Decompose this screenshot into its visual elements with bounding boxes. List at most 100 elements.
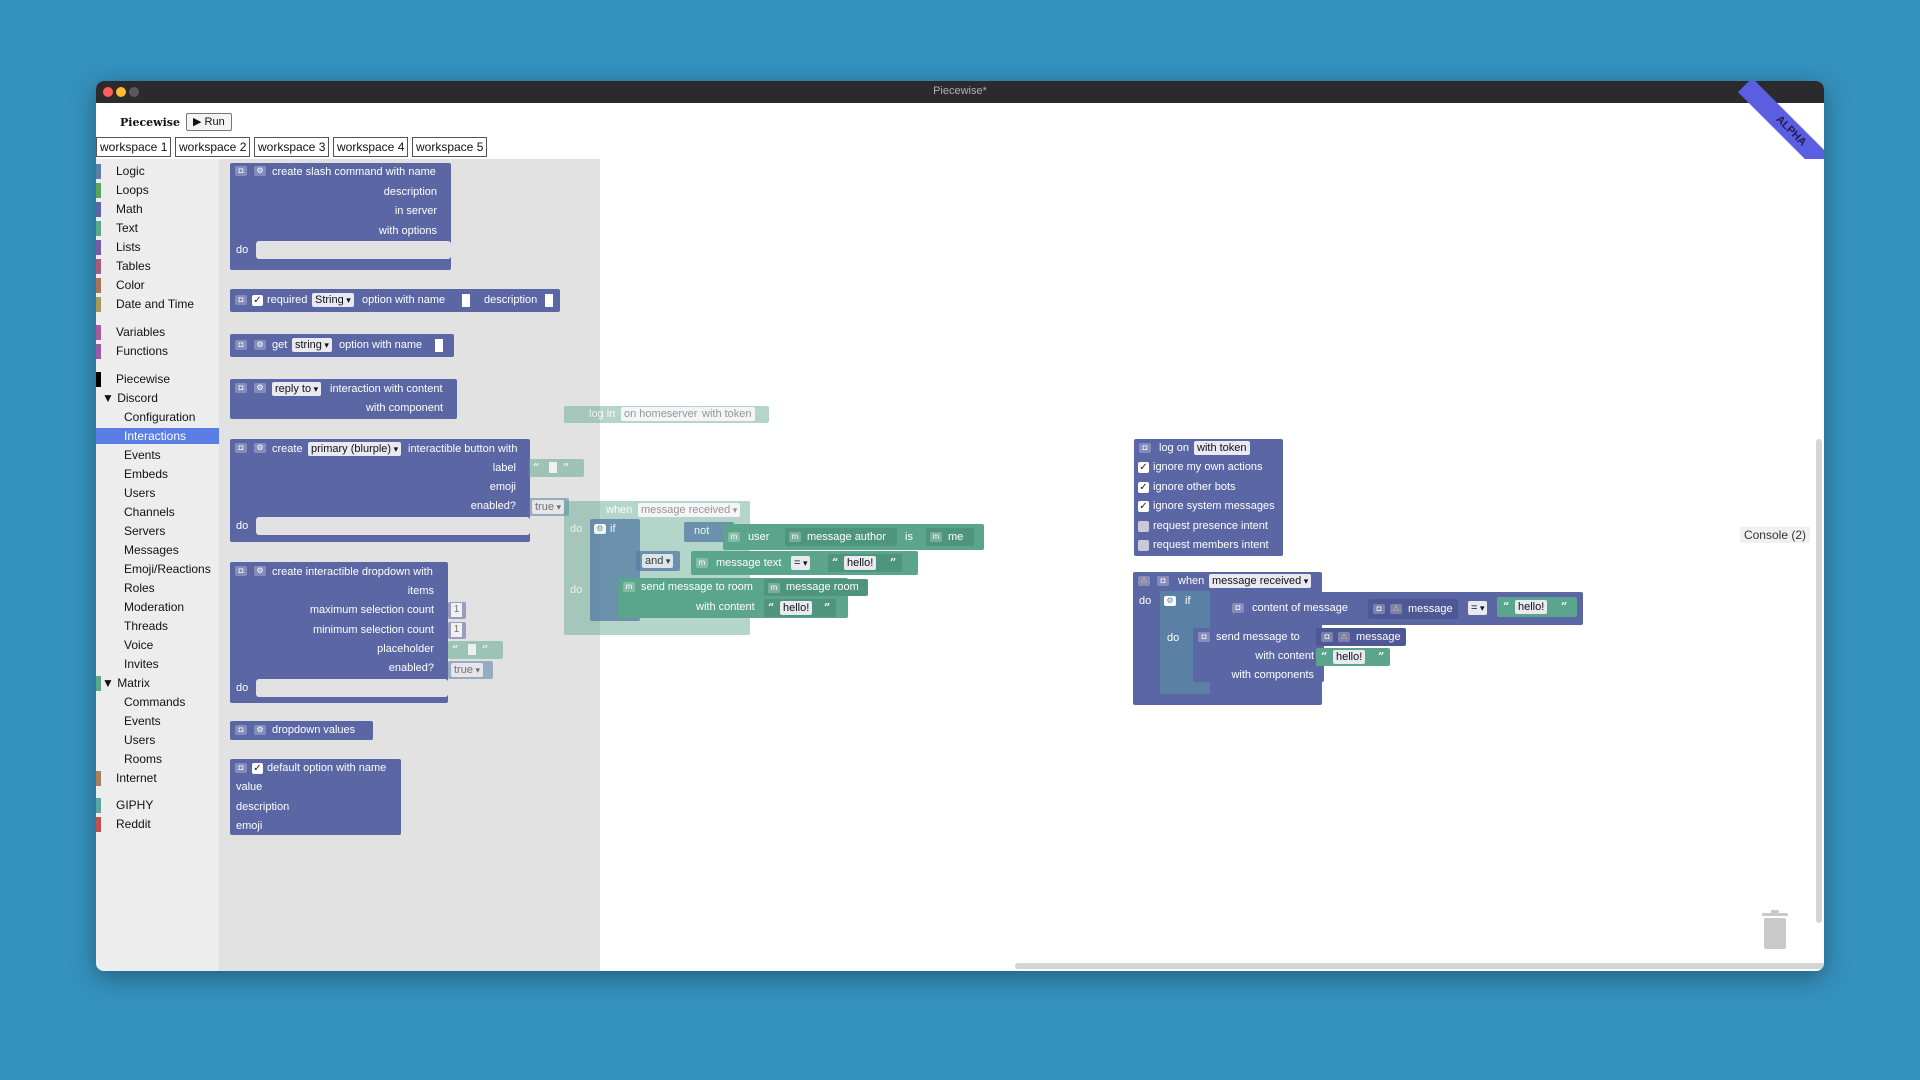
category-users[interactable]: Users <box>96 485 219 501</box>
hello-text-block[interactable]: “ hello! ” <box>764 599 836 617</box>
category-roles[interactable]: Roles <box>96 580 219 596</box>
tab-workspace-1[interactable]: workspace 1 <box>96 137 172 157</box>
message-text-compare-block[interactable]: m message text = “ hello! ” <box>691 551 918 575</box>
create-dropdown-block[interactable]: ◘ ⚙ create interactible dropdown with it… <box>230 562 448 703</box>
boolean-dropdown[interactable]: true <box>451 663 483 677</box>
category-variables[interactable]: Variables <box>96 324 219 340</box>
category-emoji-reactions[interactable]: Emoji/Reactions <box>96 561 219 577</box>
category-piecewise[interactable]: Piecewise <box>96 371 219 387</box>
and-dropdown[interactable]: and <box>642 554 674 568</box>
operator-dropdown[interactable]: = <box>1468 601 1488 615</box>
dropdown-values-block[interactable]: ◘ ⚙ dropdown values <box>230 721 373 740</box>
category-discord[interactable]: ▼ Discord <box>96 390 219 406</box>
message-var-block[interactable]: ◘ ⚠ message <box>1316 628 1406 646</box>
category-giphy[interactable]: GIPHY <box>96 797 219 813</box>
category-embeds[interactable]: Embeds <box>96 466 219 482</box>
text-field[interactable]: hello! <box>780 601 813 615</box>
category-configuration[interactable]: Configuration <box>96 409 219 425</box>
category-matrix-rooms[interactable]: Rooms <box>96 751 219 767</box>
user-compare-block[interactable]: m user m message author is m me <box>723 524 984 550</box>
name-input-slot[interactable] <box>462 294 470 307</box>
tab-workspace-4[interactable]: workspace 4 <box>333 137 409 157</box>
text-field[interactable]: hello! <box>844 556 877 570</box>
description-input-slot[interactable] <box>545 294 553 307</box>
tab-workspace-5[interactable]: workspace 5 <box>412 137 488 157</box>
category-matrix-commands[interactable]: Commands <box>96 694 219 710</box>
ignore-own-checkbox[interactable]: ✓ <box>1138 462 1149 473</box>
min-count-number-block[interactable]: 1 <box>448 622 466 639</box>
and-block[interactable]: and <box>636 551 680 571</box>
tab-workspace-2[interactable]: workspace 2 <box>175 137 251 157</box>
token-slot[interactable]: with token <box>699 407 755 421</box>
category-matrix-users[interactable]: Users <box>96 732 219 748</box>
event-dropdown[interactable]: message received <box>638 503 741 517</box>
vertical-scrollbar[interactable] <box>1816 439 1822 923</box>
category-lists[interactable]: Lists <box>96 239 219 255</box>
boolean-dropdown[interactable]: true <box>532 500 564 514</box>
log-on-block[interactable]: ◘ log on with token ✓ ignore my own acti… <box>1134 439 1283 556</box>
type-dropdown[interactable]: string <box>292 338 332 352</box>
text-input[interactable] <box>549 462 557 473</box>
event-dropdown[interactable]: message received <box>1209 574 1312 588</box>
required-option-block[interactable]: ◘ ✓ required String option with name des… <box>230 289 560 312</box>
create-button-block[interactable]: ◘ ⚙ create primary (blurple) interactibl… <box>230 439 530 542</box>
boolean-block[interactable]: true <box>529 498 569 516</box>
category-voice[interactable]: Voice <box>96 637 219 653</box>
category-tables[interactable]: Tables <box>96 258 219 274</box>
category-date-and-time[interactable]: Date and Time <box>96 296 219 312</box>
get-option-block[interactable]: ◘ ⚙ get string option with name <box>230 334 454 357</box>
placeholder-text-block[interactable]: “ ” <box>448 641 503 659</box>
send-message-block[interactable]: ◘ send message to with content with comp… <box>1193 628 1324 682</box>
number-field[interactable]: 1 <box>451 623 462 637</box>
category-threads[interactable]: Threads <box>96 618 219 634</box>
type-dropdown[interactable]: String <box>312 293 354 307</box>
tab-workspace-3[interactable]: workspace 3 <box>254 137 330 157</box>
category-channels[interactable]: Channels <box>96 504 219 520</box>
reply-interaction-block[interactable]: ◘ ⚙ reply to interaction with content wi… <box>230 379 457 419</box>
category-reddit[interactable]: Reddit <box>96 816 219 832</box>
name-input-slot[interactable] <box>435 339 443 352</box>
category-messages[interactable]: Messages <box>96 542 219 558</box>
hello-text-block[interactable]: “ hello! ” <box>1497 597 1577 617</box>
default-option-block[interactable]: ◘ ✓ default option with name value descr… <box>230 759 401 835</box>
category-events[interactable]: Events <box>96 447 219 463</box>
create-slash-command-block[interactable]: ◘ ⚙ create slash command with name descr… <box>230 163 451 270</box>
token-slot[interactable]: with token <box>1194 441 1250 455</box>
message-author-block[interactable]: m message author <box>785 528 897 546</box>
console-button[interactable]: Console (2) <box>1739 527 1810 543</box>
category-moderation[interactable]: Moderation <box>96 599 219 615</box>
presence-intent-checkbox[interactable] <box>1138 521 1149 532</box>
ignore-bots-checkbox[interactable]: ✓ <box>1138 482 1149 493</box>
category-servers[interactable]: Servers <box>96 523 219 539</box>
message-var-block[interactable]: ◘ ⚠ message <box>1368 599 1458 619</box>
default-checkbox[interactable]: ✓ <box>252 763 263 774</box>
category-matrix[interactable]: ▼ Matrix <box>96 675 219 691</box>
homeserver-slot[interactable]: on homeserver <box>621 407 701 421</box>
max-count-number-block[interactable]: 1 <box>448 602 466 619</box>
category-color[interactable]: Color <box>96 277 219 293</box>
text-field[interactable]: hello! <box>1333 650 1366 664</box>
matrix-login-block[interactable]: log in on homeserver with token <box>564 406 769 423</box>
send-message-room-block[interactable]: m send message to room with content m me… <box>618 578 868 618</box>
category-functions[interactable]: Functions <box>96 343 219 359</box>
members-intent-checkbox[interactable] <box>1138 540 1149 551</box>
button-style-dropdown[interactable]: primary (blurple) <box>308 442 402 456</box>
category-text[interactable]: Text <box>96 220 219 236</box>
close-window-button[interactable] <box>103 87 113 97</box>
content-compare-block[interactable]: ◘ content of message ◘ ⚠ message = “ hel… <box>1227 592 1583 625</box>
block-workspace[interactable]: log in on homeserver with token when mes… <box>564 159 1824 971</box>
number-field[interactable]: 1 <box>451 603 462 617</box>
hello-text-block[interactable]: “ hello! ” <box>1316 648 1390 666</box>
run-button[interactable]: ▶ Run <box>186 113 232 131</box>
text-input[interactable] <box>468 644 476 655</box>
horizontal-scrollbar[interactable] <box>1015 963 1824 969</box>
category-logic[interactable]: Logic <box>96 163 219 179</box>
label-text-block[interactable]: “ ” <box>529 459 584 477</box>
minimize-window-button[interactable] <box>116 87 126 97</box>
category-matrix-events[interactable]: Events <box>96 713 219 729</box>
category-loops[interactable]: Loops <box>96 182 219 198</box>
required-checkbox[interactable]: ✓ <box>252 295 263 306</box>
hello-text-block[interactable]: “ hello! ” <box>828 554 902 572</box>
boolean-block[interactable]: true <box>448 661 493 679</box>
category-math[interactable]: Math <box>96 201 219 217</box>
